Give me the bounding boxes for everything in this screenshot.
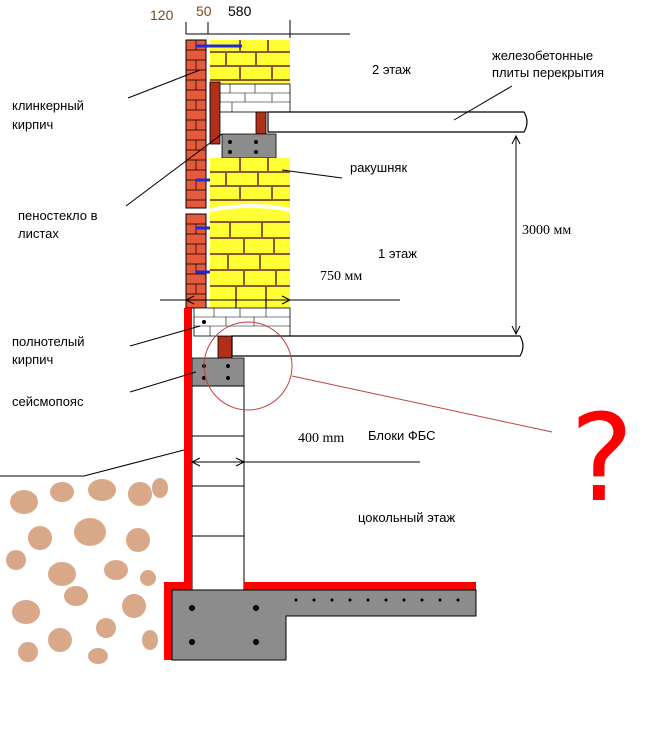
floor-slab-upper (267, 111, 528, 133)
leader-lines (125, 69, 513, 393)
highlight-circle (203, 321, 293, 411)
label-seismic-belt: сейсмопояс (12, 394, 84, 409)
dimension-120: 120 (150, 7, 174, 23)
waterproofing (164, 308, 476, 660)
dimension-750: 750 мм (320, 269, 362, 284)
label-clinker-line2: кирпич (12, 117, 53, 132)
clinker-brick-facade (185, 39, 207, 309)
question-mark: ? (570, 390, 634, 529)
label-solid-brick-line1: полнотелый (12, 334, 85, 349)
label-foamglass-line2: листах (18, 226, 59, 241)
shell-rock-wall-floor1 (209, 158, 291, 308)
shell-rock-wall-floor2 (209, 40, 291, 113)
floor-slab-lower (231, 335, 524, 357)
dimension-3000: 3000 мм (522, 223, 571, 238)
top-dimension-lines (185, 20, 350, 38)
highlight-pointer (291, 375, 553, 433)
upper-seismic-belt (221, 133, 277, 159)
label-clinker-line1: клинкерный (12, 98, 84, 113)
foam-glass-insulation (209, 81, 267, 359)
foundation-slab (171, 589, 477, 661)
label-foamglass-line1: пеностекло в (18, 208, 98, 223)
label-floor1: 1 этаж (378, 246, 417, 261)
height-dimension (511, 134, 521, 336)
label-basement: цокольный этаж (358, 510, 455, 525)
lower-seismic-belt (191, 357, 245, 387)
dimension-400: 400 mm (298, 431, 344, 446)
width-750-dimension (160, 295, 400, 305)
dimension-580: 580 (228, 3, 252, 19)
ground-slope (83, 449, 185, 477)
label-slabs-line2: плиты перекрытия (492, 65, 604, 80)
label-solid-brick-line2: кирпич (12, 352, 53, 367)
label-shell-rock: ракушняк (350, 160, 407, 175)
label-fbs-blocks: Блоки ФБС (368, 428, 436, 443)
soil-texture (6, 478, 168, 664)
label-slabs-line1: железобетонные (492, 48, 593, 63)
label-floor2: 2 этаж (372, 62, 411, 77)
fbs-blocks (191, 385, 245, 591)
dimension-50: 50 (196, 3, 212, 19)
width-400-dimension (190, 457, 420, 467)
